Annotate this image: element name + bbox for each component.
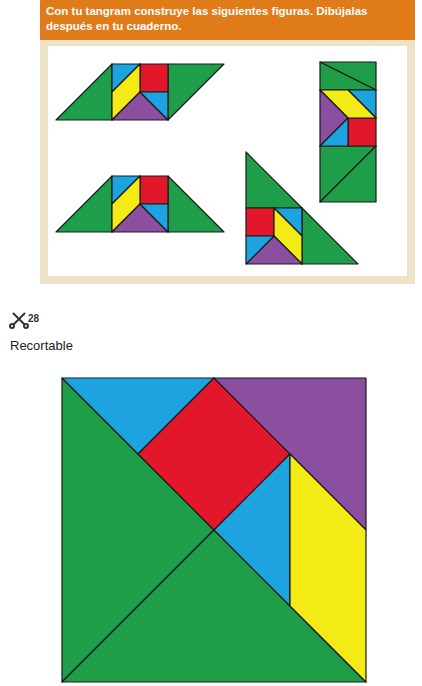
tangram-piece bbox=[112, 92, 168, 120]
tangram-piece bbox=[246, 208, 274, 236]
tangram-piece bbox=[302, 208, 358, 264]
tangram-piece bbox=[56, 64, 112, 120]
tangram-piece bbox=[320, 146, 376, 202]
tangram-piece bbox=[168, 176, 224, 232]
tangram-piece bbox=[112, 204, 168, 232]
tangram-piece bbox=[246, 236, 302, 264]
instruction-banner bbox=[40, 0, 415, 40]
cutout-label: Recortable bbox=[10, 338, 73, 353]
tangram-piece bbox=[290, 454, 366, 682]
tangram-piece bbox=[56, 176, 112, 232]
figure-frame bbox=[40, 40, 415, 284]
tangram-piece bbox=[246, 236, 274, 264]
tangram-piece bbox=[140, 64, 168, 92]
tangram-piece bbox=[246, 152, 302, 208]
frame-inner bbox=[48, 46, 407, 276]
tangram-piece bbox=[140, 176, 168, 204]
tangram-piece bbox=[140, 92, 168, 120]
tangram-piece bbox=[320, 90, 348, 146]
page-number: 28 bbox=[28, 313, 39, 324]
tangram-piece bbox=[348, 118, 376, 146]
tangram-piece bbox=[320, 146, 376, 202]
instruction-title: Con tu tangram construye las siguientes … bbox=[46, 4, 408, 34]
tangram-piece bbox=[320, 118, 348, 146]
tangram-piece bbox=[168, 64, 224, 120]
tangram-piece bbox=[320, 62, 376, 90]
scissors-icon bbox=[10, 313, 28, 328]
tangram-piece bbox=[140, 204, 168, 232]
tangram-piece bbox=[214, 454, 290, 606]
tangram-piece bbox=[320, 62, 376, 90]
